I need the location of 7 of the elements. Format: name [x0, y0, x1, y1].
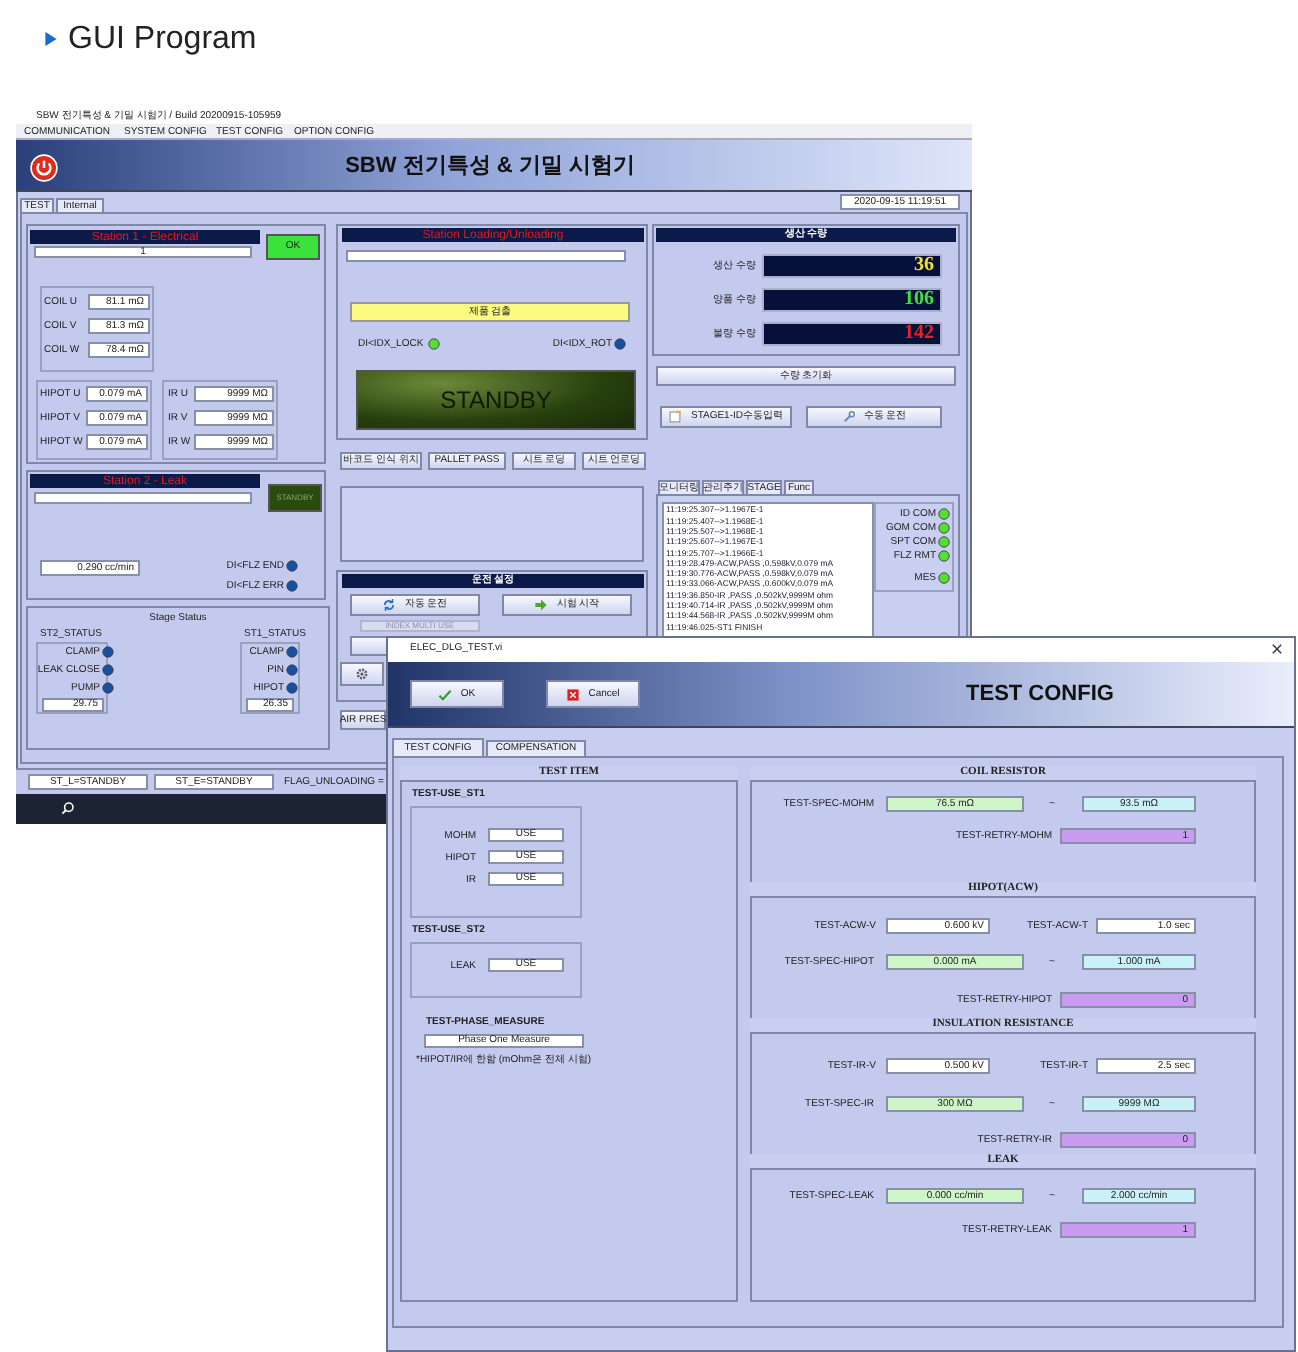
- counter-display: 142: [762, 322, 942, 346]
- counter-display: 36: [762, 254, 942, 278]
- counter-display: 106: [762, 288, 942, 312]
- status-display: STANDBY: [356, 370, 636, 430]
- page-title: GUI Program: [68, 20, 257, 60]
- dialog-title: TEST CONFIG: [964, 679, 1116, 709]
- app-title: SBW 전기특성 & 기밀 시험기: [343, 151, 637, 181]
